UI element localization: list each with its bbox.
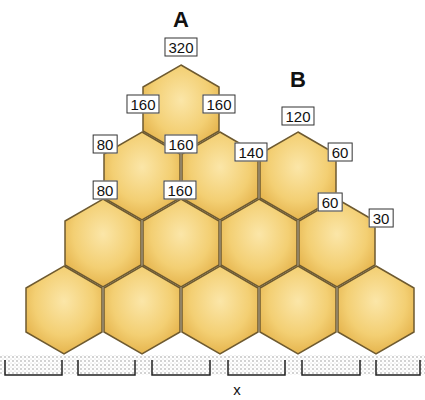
load-value: 160 — [202, 95, 235, 114]
load-value: 30 — [369, 209, 394, 228]
load-value: 160 — [164, 135, 197, 154]
hexagon-cells — [26, 65, 414, 354]
load-value: 60 — [318, 193, 343, 212]
support-brackets — [5, 360, 420, 375]
load-value: 320 — [164, 38, 197, 57]
load-value: 120 — [281, 107, 314, 126]
load-value: 160 — [126, 95, 159, 114]
ground — [0, 355, 425, 375]
load-value: 60 — [328, 143, 353, 162]
span-label: x — [233, 381, 241, 398]
load-value: 80 — [93, 135, 118, 154]
load-value: 80 — [93, 181, 118, 200]
point-letter: B — [290, 68, 306, 92]
load-value: 140 — [234, 143, 267, 162]
point-letter: A — [173, 8, 189, 32]
load-value: 160 — [163, 181, 196, 200]
